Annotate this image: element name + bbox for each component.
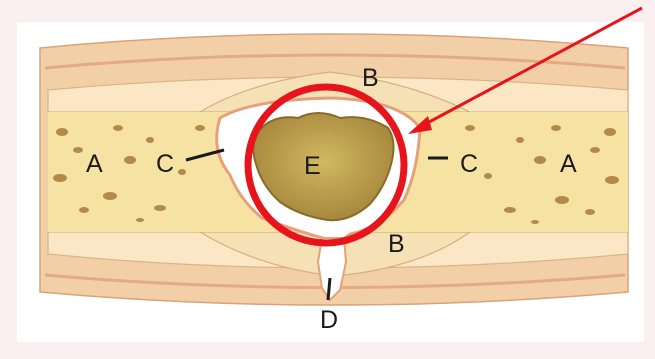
label-D: D bbox=[320, 306, 338, 334]
label-C-left: C bbox=[156, 150, 174, 178]
leader-D bbox=[328, 278, 330, 300]
label-E: E bbox=[304, 152, 321, 180]
label-B-bottom: B bbox=[388, 230, 405, 258]
label-A-left: A bbox=[86, 150, 103, 178]
label-A-right: A bbox=[560, 150, 577, 178]
label-C-right: C bbox=[460, 150, 478, 178]
label-B-top: B bbox=[362, 64, 379, 92]
